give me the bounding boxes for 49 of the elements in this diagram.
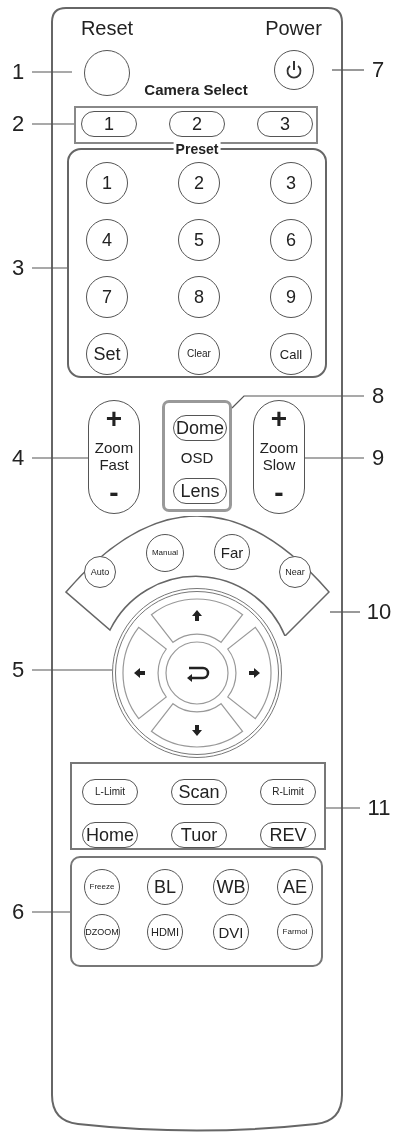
callout-number: 4 (6, 444, 30, 472)
function-button: Scan (171, 779, 227, 805)
leader-line (31, 123, 75, 125)
leader-line (31, 457, 89, 459)
leader-line (325, 807, 361, 809)
leader-line (231, 395, 365, 409)
leader-line (304, 457, 365, 459)
function-button: Tuor (171, 822, 227, 848)
leader-line (31, 911, 71, 913)
function-button: REV (260, 822, 316, 848)
callout-number: 7 (366, 56, 390, 84)
osd-button: Lens (173, 478, 227, 504)
plus-sign: + (270, 405, 288, 433)
minus-sign: - (274, 479, 284, 507)
button-group-frame (70, 762, 326, 850)
button-label: Zoom Slow (258, 439, 300, 473)
button-label: Zoom Fast (93, 439, 135, 473)
zoom-rocker (253, 400, 305, 514)
callout-number: 5 (6, 656, 30, 684)
osd-panel (162, 400, 232, 512)
button-group-frame (70, 856, 323, 967)
group-title: Camera Select (143, 80, 249, 100)
leader-line (331, 69, 365, 71)
zoom-rocker (88, 400, 140, 514)
callout-number: 2 (6, 110, 30, 138)
callout-number: 8 (366, 382, 390, 410)
function-button: R-Limit (260, 779, 316, 805)
leader-line (329, 611, 361, 613)
minus-sign: - (109, 479, 119, 507)
panel-title: Preset (173, 141, 221, 157)
function-button: Home (82, 822, 138, 848)
callout-number: 10 (362, 598, 396, 626)
button-label: Reset (79, 16, 135, 40)
plus-sign: + (105, 405, 123, 433)
camera-select-button: 3 (257, 111, 313, 137)
callout-number: 11 (362, 794, 396, 822)
button-label: Power (264, 16, 323, 40)
leader-line (31, 71, 73, 73)
function-button: L-Limit (82, 779, 138, 805)
leader-line (31, 669, 113, 671)
callout-number: 3 (6, 254, 30, 282)
camera-select-button: 2 (169, 111, 225, 137)
panel-title: OSD (179, 449, 215, 466)
leader-line (31, 267, 68, 269)
camera-select-button: 1 (81, 111, 137, 137)
callout-number: 9 (366, 444, 390, 472)
osd-button: Dome (173, 415, 227, 441)
callout-number: 1 (6, 58, 30, 86)
callout-number: 6 (6, 898, 30, 926)
